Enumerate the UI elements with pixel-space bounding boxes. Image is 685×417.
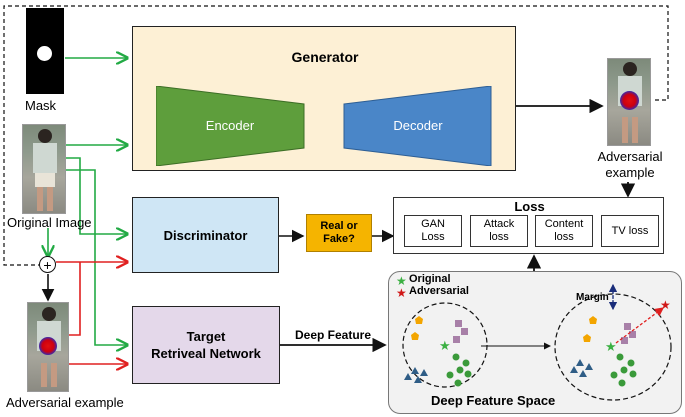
deep-feature-label: Deep Feature xyxy=(295,328,372,342)
adversarial-image-top xyxy=(607,58,651,146)
target-network-box: Target Retriveal Network xyxy=(132,306,280,384)
adversarial-cluster-circle xyxy=(554,293,672,401)
svg-text:★: ★ xyxy=(439,339,451,354)
real-or-fake-line1: Real or xyxy=(320,220,358,232)
plus-icon: + xyxy=(43,256,52,273)
real-or-fake-line2: Fake? xyxy=(323,233,355,245)
original-to-target-arrow xyxy=(65,169,127,345)
target-network-line1: Target xyxy=(186,329,226,344)
adversarial-image-bottom xyxy=(27,302,69,392)
loss-item-gan: GAN Loss xyxy=(404,215,462,247)
target-network-line2: Retriveal Network xyxy=(151,346,261,361)
legend-adversarial-label: Adversarial xyxy=(409,285,469,297)
loss-item-attack: Attack loss xyxy=(470,215,528,247)
margin-label: Margin xyxy=(576,292,609,303)
legend-original-label: Original xyxy=(409,273,451,285)
adversarial-target-star: ★ xyxy=(660,298,671,312)
decoder-label: Decoder xyxy=(393,118,443,133)
legend-original-star: ★ xyxy=(396,274,407,288)
original-to-discriminator-arrow xyxy=(65,157,127,234)
discriminator-label: Discriminator xyxy=(163,227,248,243)
real-or-fake-box: Real or Fake? xyxy=(306,214,372,252)
original-cluster-circle xyxy=(402,302,488,388)
generator-title: Generator xyxy=(291,49,359,65)
plus-circle: + xyxy=(39,256,56,273)
adversarial-bottom-label: Adversarial example xyxy=(6,395,124,410)
adversarial-to-discriminator-arrow xyxy=(68,262,81,336)
mask-label: Mask xyxy=(25,98,57,113)
adversarial-top-label-line1: Adversarial xyxy=(597,149,663,164)
feature-space-title: Deep Feature Space xyxy=(431,393,556,408)
mask-dot xyxy=(37,46,52,61)
original-image-label: Original Image xyxy=(7,215,92,230)
svg-text:★: ★ xyxy=(605,340,617,355)
feature-space-panel xyxy=(388,271,682,414)
loss-item-content: Content loss xyxy=(535,215,593,247)
dashed-feedback-line xyxy=(3,5,669,266)
adversarial-top-label-line2: example xyxy=(605,165,655,180)
loss-item-tv: TV loss xyxy=(601,215,659,247)
decoder-block xyxy=(343,86,492,166)
mask-image xyxy=(26,8,64,94)
loss-title: Loss xyxy=(514,199,545,214)
legend-adversarial-star: ★ xyxy=(396,286,407,300)
discriminator-box: Discriminator xyxy=(132,197,279,273)
encoder-block xyxy=(156,86,305,166)
encoder-label: Encoder xyxy=(205,118,255,133)
original-image xyxy=(22,124,66,214)
feature-space-plot: ★ ★ ★ ★ ★ xyxy=(396,274,672,401)
